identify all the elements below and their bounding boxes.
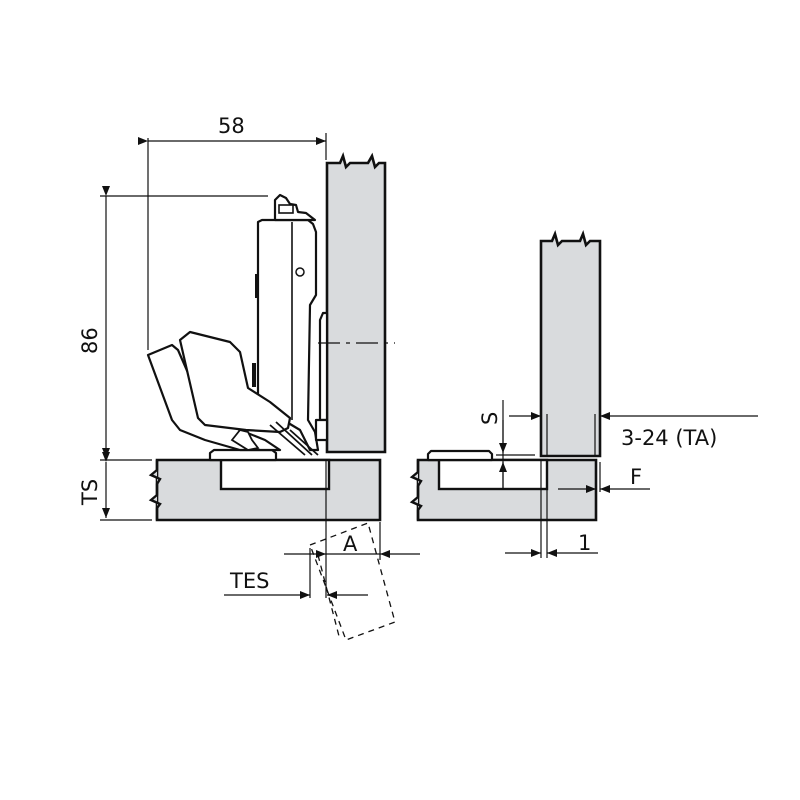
dimension-ta: 3-24 (TA) (509, 412, 758, 450)
dimension-58: 58 (138, 114, 327, 350)
cabinet-side-panel-left (325, 152, 387, 454)
dimension-s-label: S (478, 412, 502, 425)
dimension-a: A (284, 460, 420, 598)
hinge-base-plate-right (426, 449, 494, 462)
door-break-left (148, 460, 162, 520)
dimension-a-label: A (343, 532, 358, 556)
hinge-linkage-2 (269, 421, 319, 456)
hinge-pivot-hole (295, 267, 305, 277)
hinge-linkage (230, 428, 260, 451)
left-view: 58 86 TS A TES (78, 114, 420, 641)
hinge-arm-inner (178, 330, 292, 434)
dimension-f: F (558, 465, 650, 493)
hinge-cup-recess-right (437, 458, 549, 491)
hinge-cup-recess-left (219, 458, 331, 491)
dimension-ts: TS (78, 452, 152, 521)
dimension-f-label: F (630, 465, 642, 489)
dimension-86-label: 86 (78, 327, 102, 354)
dimension-1: 1 (505, 531, 598, 557)
dimension-s: S (478, 400, 535, 490)
dimension-ts-label: TS (78, 479, 102, 506)
mounting-plate-bottom (314, 418, 329, 442)
hinge-clip-tab-lower (252, 363, 256, 387)
dimension-58-label: 58 (218, 114, 245, 138)
door-break-right (409, 460, 423, 520)
dimension-1-label: 1 (578, 531, 591, 555)
dimension-86: 86 (78, 186, 268, 458)
adjustment-screw (278, 204, 294, 214)
dimension-ta-label: 3-24 (TA) (621, 426, 717, 450)
hinge-clip-tab-upper (255, 274, 259, 298)
dimension-tes-label: TES (229, 569, 269, 593)
dimension-tes: TES (224, 548, 368, 599)
mounting-plate (318, 311, 329, 422)
cabinet-side-panel-right (539, 230, 602, 458)
hinge-base-plate (208, 448, 278, 462)
door-swing-inner-dash (317, 554, 341, 641)
hinge-arm-outer (146, 343, 282, 452)
right-view: S 3-24 (TA) F 1 (409, 230, 758, 558)
